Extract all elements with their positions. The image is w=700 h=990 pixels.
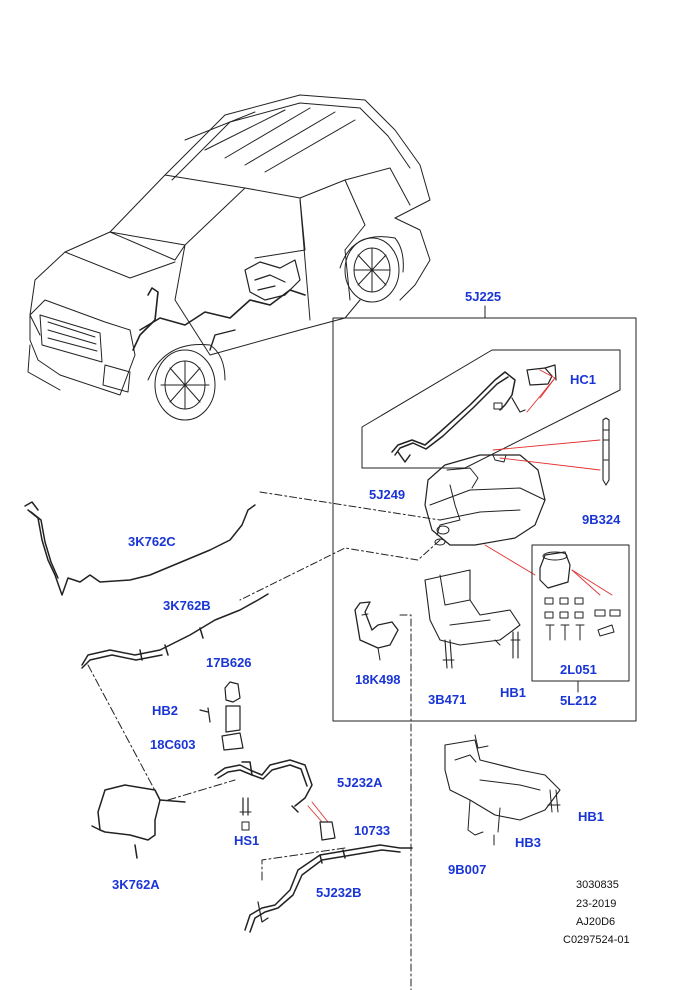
- label-5J249[interactable]: 5J249: [369, 487, 406, 502]
- label-3K762A[interactable]: 3K762A: [112, 877, 160, 892]
- fluid-tank: [424, 454, 546, 546]
- label-18C603[interactable]: 18C603: [150, 737, 196, 752]
- bracket-3B471: [424, 569, 521, 669]
- label-HB1-upper[interactable]: HB1: [500, 685, 527, 700]
- pump-assembly: [199, 681, 244, 751]
- hose-18K498: [354, 601, 399, 661]
- bolt-HS1: [239, 797, 252, 831]
- pipe-5J232B: [244, 844, 413, 933]
- label-5L212[interactable]: 5L212: [560, 693, 597, 708]
- clip-10733: [319, 821, 336, 841]
- kit-box-5L212: [531, 544, 630, 693]
- label-3B471[interactable]: 3B471: [428, 692, 467, 707]
- label-5J232A[interactable]: 5J232A: [337, 775, 383, 790]
- label-5J232B[interactable]: 5J232B: [316, 885, 362, 900]
- label-10733[interactable]: 10733: [354, 823, 391, 838]
- label-3K762B[interactable]: 3K762B: [163, 598, 211, 613]
- label-9B007[interactable]: 9B007: [448, 862, 487, 877]
- label-HC1[interactable]: HC1: [570, 372, 597, 387]
- harness-3K762A: [91, 784, 186, 859]
- label-HB2[interactable]: HB2: [152, 703, 179, 718]
- reference-line-4: C0297524-01: [563, 934, 630, 946]
- reference-line-3: AJ20D6: [576, 916, 616, 928]
- harness-3K762B: [81, 593, 269, 669]
- harness-3K762C: [24, 501, 256, 596]
- harness-5J249-frame: [361, 349, 621, 469]
- label-17B626[interactable]: 17B626: [206, 655, 252, 670]
- vehicle-illustration: [27, 94, 431, 421]
- kit-box-5J225: [332, 305, 637, 722]
- label-18K498[interactable]: 18K498: [355, 672, 401, 687]
- bracket-9B007: [444, 734, 561, 846]
- label-HB1-lower[interactable]: HB1: [578, 809, 605, 824]
- reference-line-2: 23-2019: [576, 898, 617, 910]
- label-3K762C[interactable]: 3K762C: [128, 534, 176, 549]
- pin-9B324: [602, 417, 610, 486]
- label-5J225[interactable]: 5J225: [465, 289, 502, 304]
- reference-line-1: 3030835: [576, 879, 619, 891]
- pipe-5J232A: [214, 759, 313, 813]
- label-HB3[interactable]: HB3: [515, 835, 542, 850]
- label-2L051[interactable]: 2L051: [560, 662, 597, 677]
- label-HS1[interactable]: HS1: [234, 833, 260, 848]
- label-9B324[interactable]: 9B324: [582, 512, 621, 527]
